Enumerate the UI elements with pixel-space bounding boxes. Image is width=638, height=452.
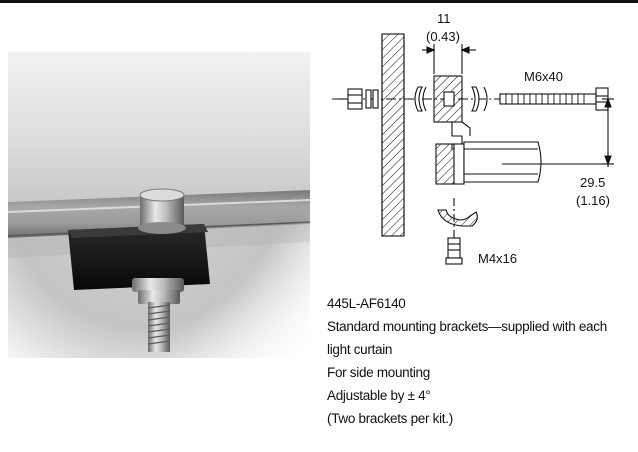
bracket-photo xyxy=(8,52,310,358)
mounting-note: For side mounting xyxy=(327,365,430,380)
drawing-svg: 11 (0.43) M6x40 29.5 (1.16) M4x16 xyxy=(332,11,614,266)
product-description: Standard mounting brackets—supplied with… xyxy=(327,319,607,357)
part-number: 445L-AF6140 xyxy=(327,296,406,311)
bracket-dimension-drawing: 11 (0.43) M6x40 29.5 (1.16) M4x16 xyxy=(326,4,638,286)
adjustment-note: Adjustable by ± 4° xyxy=(327,388,431,403)
screw-label-m6x40: M6x40 xyxy=(524,69,563,84)
dimension-top-mm: 11 xyxy=(437,11,451,26)
screw-label-m4x16: M4x16 xyxy=(478,251,517,266)
kit-note: (Two brackets per kit.) xyxy=(327,411,453,426)
bracket-photo-image xyxy=(8,52,310,358)
dimension-side-mm: 29.5 xyxy=(580,175,605,190)
header-rule xyxy=(0,0,638,3)
product-caption: 445L-AF6140 Standard mounting brackets—s… xyxy=(327,292,632,430)
dimension-top-in: (0.43) xyxy=(426,29,460,44)
dimension-side-in: (1.16) xyxy=(576,193,610,208)
